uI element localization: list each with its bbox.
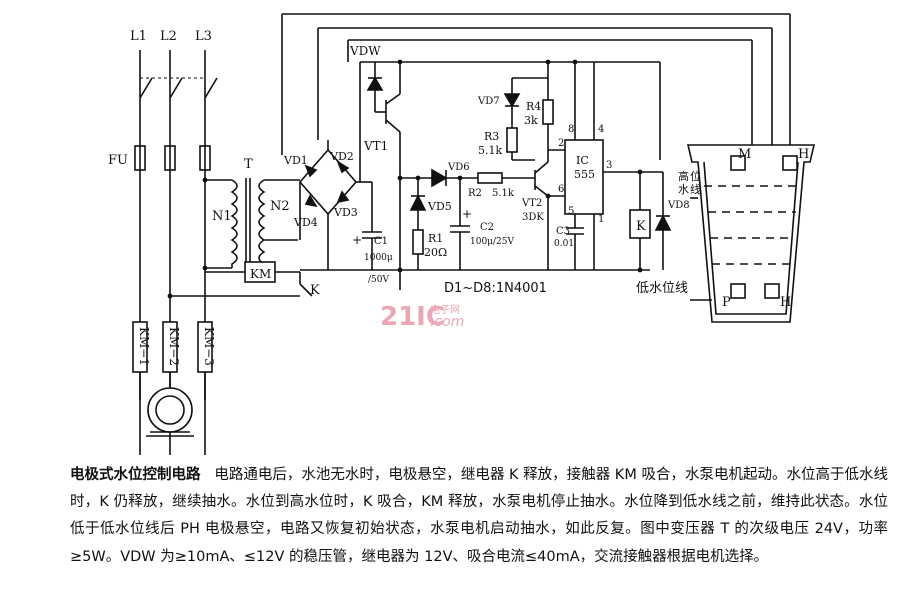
label-ic: IC bbox=[576, 154, 589, 167]
circuit-diagram: L1 L2 L3 FU T N1 N2 VD1 VD2 VD3 VD4 VDW … bbox=[108, 13, 816, 455]
label-c1: C1 bbox=[374, 236, 388, 247]
label-electrode-p: P bbox=[722, 295, 731, 310]
label-r3: R3 bbox=[484, 130, 499, 143]
label-fu: FU bbox=[108, 153, 128, 168]
main-contacts bbox=[132, 321, 213, 373]
label-pin5: 5 bbox=[568, 206, 574, 217]
label-n1: N1 bbox=[212, 209, 232, 224]
label-diodes: D1~D8:1N4001 bbox=[444, 281, 547, 296]
bridge-rectifier bbox=[264, 140, 372, 270]
caption-title: 电极式水位控制电路 bbox=[70, 467, 201, 483]
label-km-coil: KM bbox=[250, 267, 271, 281]
label-c3: C3 bbox=[556, 226, 570, 237]
label-pin8: 8 bbox=[568, 124, 574, 135]
label-high-water: 高水位线 bbox=[678, 169, 701, 196]
description-paragraph: 电极式水位控制电路 电路通电后，水池无水时，电极悬空，继电器 K 释放，接触器 … bbox=[70, 462, 888, 571]
label-relay-k: K bbox=[636, 219, 646, 234]
label-r2-value: 5.1k bbox=[492, 188, 515, 199]
label-c2-plus: + bbox=[462, 207, 472, 221]
label-l2: L2 bbox=[160, 29, 177, 44]
motor bbox=[139, 372, 206, 437]
timing-network bbox=[400, 168, 535, 270]
relay-k bbox=[629, 171, 672, 270]
label-l3: L3 bbox=[195, 29, 212, 44]
watermark-sub: 电子网 bbox=[430, 303, 460, 316]
label-vd5: VD5 bbox=[427, 200, 452, 213]
label-r2: R2 bbox=[468, 188, 482, 199]
label-c2-value: 100μ/25V bbox=[470, 237, 515, 247]
label-vt2-type: 3DK bbox=[522, 212, 544, 223]
fuses bbox=[134, 145, 211, 171]
label-r4-value: 3k bbox=[524, 114, 538, 127]
label-pin2: 2 bbox=[558, 138, 564, 149]
water-tank bbox=[686, 144, 816, 323]
label-c1-plus: + bbox=[352, 233, 362, 247]
watermark-suffix: .com bbox=[430, 314, 464, 330]
label-km1: KM−1 bbox=[137, 327, 151, 366]
label-r3-value: 5.1k bbox=[478, 144, 502, 157]
label-pin3: 3 bbox=[606, 160, 612, 171]
label-r1-value: 20Ω bbox=[424, 246, 447, 259]
label-electrode-m: M bbox=[738, 147, 751, 162]
label-vdw: VDW bbox=[349, 44, 381, 58]
watermark-main: 21IC bbox=[380, 302, 445, 332]
caption-body: 电路通电后，水池无水时，电极悬空，继电器 K 释放，接触器 KM 吸合，水泵电机… bbox=[70, 467, 888, 565]
km-coil-circuit bbox=[170, 261, 313, 297]
label-ic-type: 555 bbox=[574, 168, 595, 181]
label-vd3: VD3 bbox=[333, 206, 358, 219]
label-vd4: VD4 bbox=[293, 216, 318, 229]
label-vd1: VD1 bbox=[283, 154, 308, 167]
label-r4: R4 bbox=[526, 100, 541, 113]
label-pin6: 6 bbox=[558, 184, 564, 195]
label-vt2: VT2 bbox=[521, 198, 542, 209]
label-vd2: VD2 bbox=[329, 150, 354, 163]
label-l1: L1 bbox=[130, 29, 147, 44]
label-electrode-h-bottom: H bbox=[780, 295, 791, 310]
label-n2: N2 bbox=[270, 199, 290, 214]
label-km3: KM−3 bbox=[202, 327, 216, 366]
vt2-stage bbox=[503, 62, 554, 270]
label-vt1: VT1 bbox=[363, 139, 388, 153]
label-pin4: 4 bbox=[598, 124, 604, 135]
negative-rail bbox=[300, 269, 650, 290]
label-pin1: 1 bbox=[598, 214, 604, 225]
label-c3-value: 0.01 bbox=[554, 239, 574, 249]
label-electrode-h-top: H bbox=[798, 147, 809, 162]
label-c1-voltage: /50V bbox=[368, 275, 389, 285]
label-r1: R1 bbox=[428, 232, 443, 245]
high-water-label: 高水位线 bbox=[678, 169, 701, 196]
label-low-water: 低水位线 bbox=[636, 281, 688, 296]
capacitor-c1 bbox=[362, 182, 382, 270]
label-km2: KM−2 bbox=[167, 327, 181, 366]
ic-555 bbox=[548, 62, 640, 270]
label-vd7: VD7 bbox=[477, 96, 500, 107]
transformer bbox=[205, 178, 266, 270]
label-t: T bbox=[244, 157, 253, 172]
positive-rail bbox=[359, 61, 660, 270]
label-vd6: VD6 bbox=[447, 162, 470, 173]
label-c2: C2 bbox=[480, 222, 494, 233]
label-k-contact: K bbox=[310, 283, 320, 298]
watermark-logo: 21IC 电子网 .com bbox=[380, 302, 464, 332]
junction-dots bbox=[167, 59, 643, 299]
label-vd8: VD8 bbox=[667, 200, 690, 211]
label-c1-value: 1000μ bbox=[364, 253, 393, 263]
